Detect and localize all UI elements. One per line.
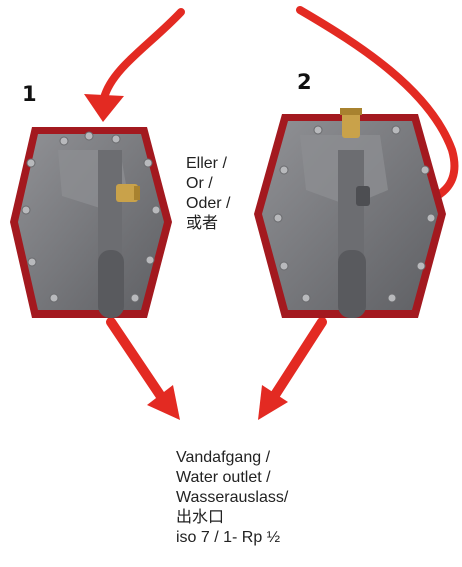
- fitting-top-icon: [340, 108, 362, 138]
- fitting-side-icon: [116, 184, 140, 202]
- arrow-top-left: [84, 8, 185, 122]
- outlet-line: Wasserauslass/: [176, 489, 289, 506]
- arrow-bottom-right: [258, 317, 327, 420]
- unit-label-1: 1: [22, 82, 37, 106]
- outlet-line: Vandafgang /: [176, 449, 271, 466]
- or-line: Eller /: [186, 155, 227, 172]
- outlet-line: 出水口: [176, 509, 225, 526]
- or-line: Or /: [186, 175, 213, 192]
- housing-1: [10, 127, 172, 318]
- arrow-bottom-left: [106, 317, 180, 420]
- or-label: Eller / Or / Oder / 或者: [186, 154, 230, 234]
- unit-label-2: 2: [297, 70, 312, 94]
- side-port-icon: [356, 186, 370, 206]
- outlet-line: iso 7 / 1- Rp ½: [176, 529, 281, 546]
- housing-2: [254, 108, 446, 318]
- water-outlet-label: Vandafgang / Water outlet / Wasserauslas…: [176, 448, 288, 548]
- or-line: Oder /: [186, 195, 231, 212]
- outlet-line: Water outlet /: [176, 469, 271, 486]
- or-line: 或者: [186, 215, 219, 232]
